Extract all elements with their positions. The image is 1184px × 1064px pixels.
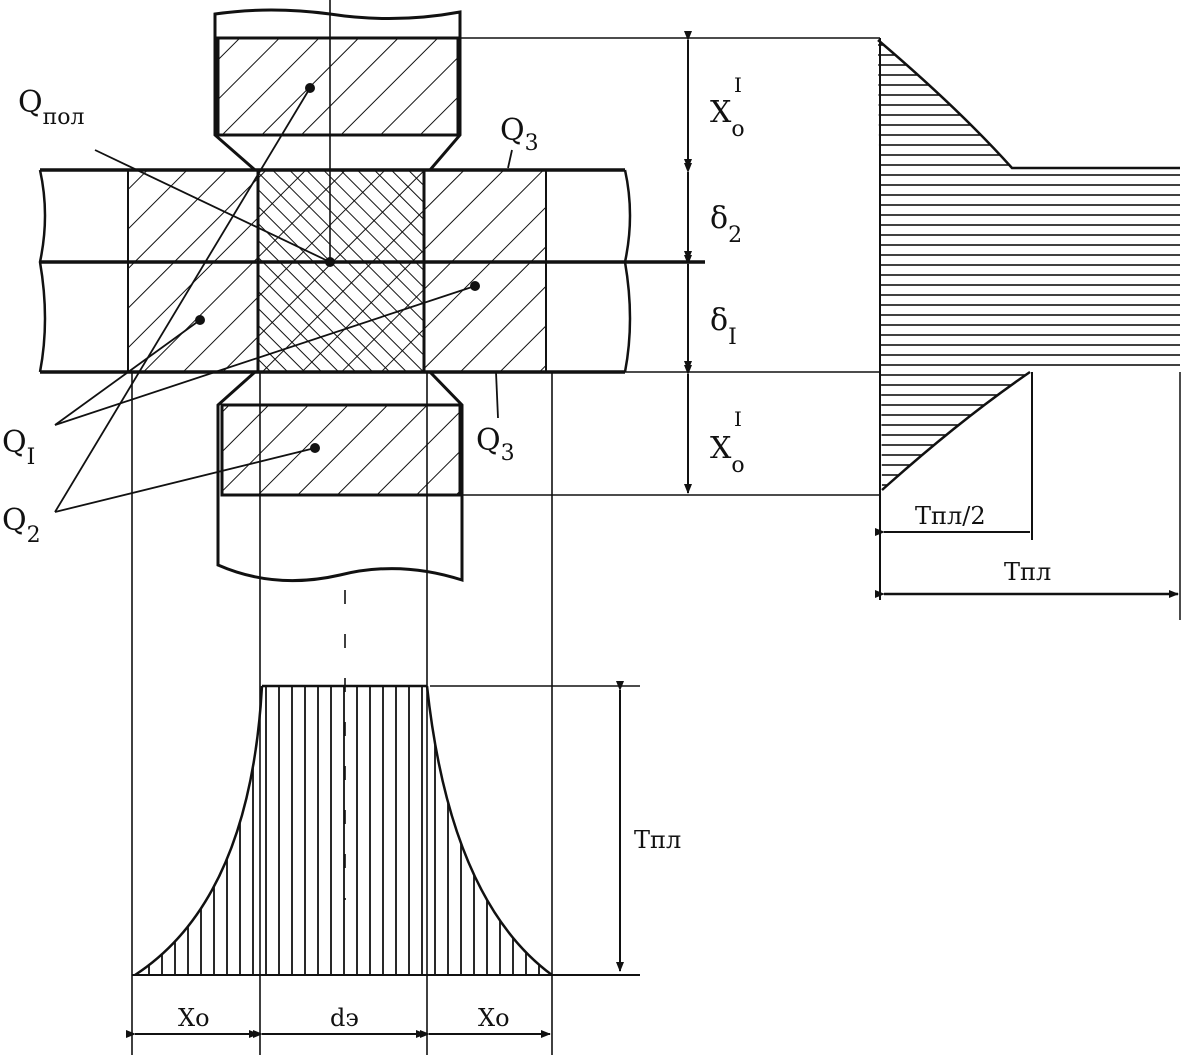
right-temperature-graph	[875, 38, 1181, 620]
workpiece-plates	[38, 168, 705, 374]
right-graph-hatched-upper	[878, 40, 1180, 490]
label-q1: QI	[2, 425, 35, 470]
leader-lines	[54, 87, 513, 513]
upper-electrode-outline	[213, 8, 462, 172]
plate-left-break	[38, 169, 47, 373]
right-graph-curve-lower	[881, 370, 1031, 491]
label-t-pl-bottom: Tпл	[634, 826, 681, 854]
label-x0-right: Xo	[478, 1004, 510, 1032]
lower-electrode-hatched-zone	[220, 403, 462, 497]
label-q-pol: Qпол	[18, 85, 85, 130]
label-x0-bottom: Xo	[710, 431, 745, 478]
label-q3-bottom: Q3	[476, 423, 515, 466]
leader-dots	[195, 83, 480, 453]
lower-electrode	[216, 370, 464, 583]
label-q3-top: Q3	[500, 113, 539, 156]
label-x0-top: Xo	[710, 95, 745, 142]
bottom-temperature-graph	[126, 681, 640, 1038]
label-delta2: δ2	[710, 201, 742, 248]
upper-electrode-hatched-zone	[216, 36, 460, 137]
label-x0-bottom-sup: I	[734, 407, 742, 431]
label-de: dэ	[330, 1004, 359, 1032]
weld-core-dense-hatch	[256, 168, 426, 374]
label-x0-top-sup: I	[734, 73, 742, 97]
bottom-graph-curve-left	[134, 685, 264, 977]
label-q2: Q2	[2, 503, 41, 548]
bottom-graph-curve-right	[425, 685, 553, 977]
bottom-graph-hatched	[135, 686, 552, 975]
text-labels: Qпол Q3 QI Q2 Q3 Xo I δ2 δI Xo I Tпл/2 T…	[2, 73, 1051, 1032]
upper-electrode	[213, 8, 462, 172]
label-t-pl-right: Tпл	[1004, 558, 1051, 586]
plate-right-break	[623, 169, 632, 373]
label-delta1: δI	[710, 303, 737, 350]
lower-electrode-outline	[216, 370, 464, 583]
label-t-pl-half: Tпл/2	[915, 502, 986, 530]
right-graph-curve-upper	[877, 39, 1180, 170]
label-x0-left: Xo	[178, 1004, 210, 1032]
